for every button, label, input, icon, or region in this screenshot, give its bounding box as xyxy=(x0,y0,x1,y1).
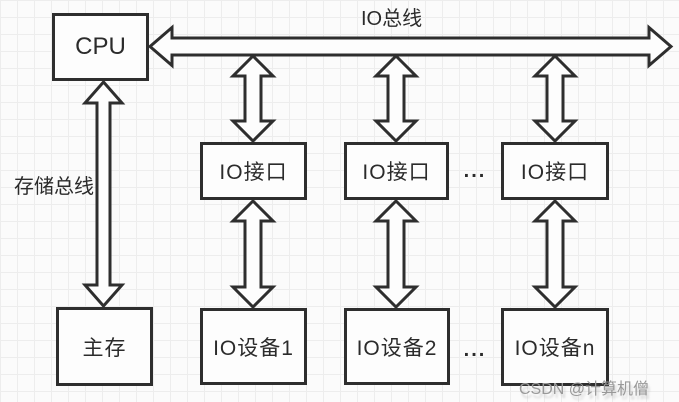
interface-device-arrow-1 xyxy=(229,198,277,310)
io-bus-arrow xyxy=(147,24,674,69)
io-device-2-label: IO设备2 xyxy=(356,336,438,360)
bus-interface-arrow-1 xyxy=(229,53,277,144)
io-interface-1-box: IO接口 xyxy=(200,142,307,200)
io-interface-2-label: IO接口 xyxy=(362,161,431,184)
cpu-box: CPU xyxy=(52,13,149,81)
io-interface-3-label: IO接口 xyxy=(520,161,590,184)
io-device-1-label: IO设备1 xyxy=(213,336,294,360)
io-bus-label: IO总线 xyxy=(361,8,423,30)
storage-bus-label: 存储总线 xyxy=(14,176,94,198)
io-interface-1-label: IO接口 xyxy=(219,161,288,184)
interface-device-arrow-2 xyxy=(372,198,420,310)
ellipsis-devices: ... xyxy=(463,339,487,361)
main-memory-box: 主存 xyxy=(56,307,153,386)
io-device-1-box: IO设备1 xyxy=(200,308,307,385)
storage-bus-arrow xyxy=(81,79,126,309)
io-interface-2-box: IO接口 xyxy=(344,142,449,200)
bus-interface-arrow-3 xyxy=(531,53,579,144)
main-memory-label: 主存 xyxy=(82,336,127,360)
bus-interface-arrow-2 xyxy=(372,53,420,144)
io-interface-3-box: IO接口 xyxy=(501,142,609,200)
cpu-label: CPU xyxy=(75,33,126,60)
io-device-n-label: IO设备n xyxy=(514,337,596,360)
ellipsis-interfaces: ... xyxy=(463,159,487,182)
io-device-n-box: IO设备n xyxy=(501,308,609,386)
csdn-watermark: CSDN @计算机僧 xyxy=(519,381,650,398)
io-device-2-box: IO设备2 xyxy=(344,308,450,385)
interface-device-arrow-3 xyxy=(531,198,579,310)
